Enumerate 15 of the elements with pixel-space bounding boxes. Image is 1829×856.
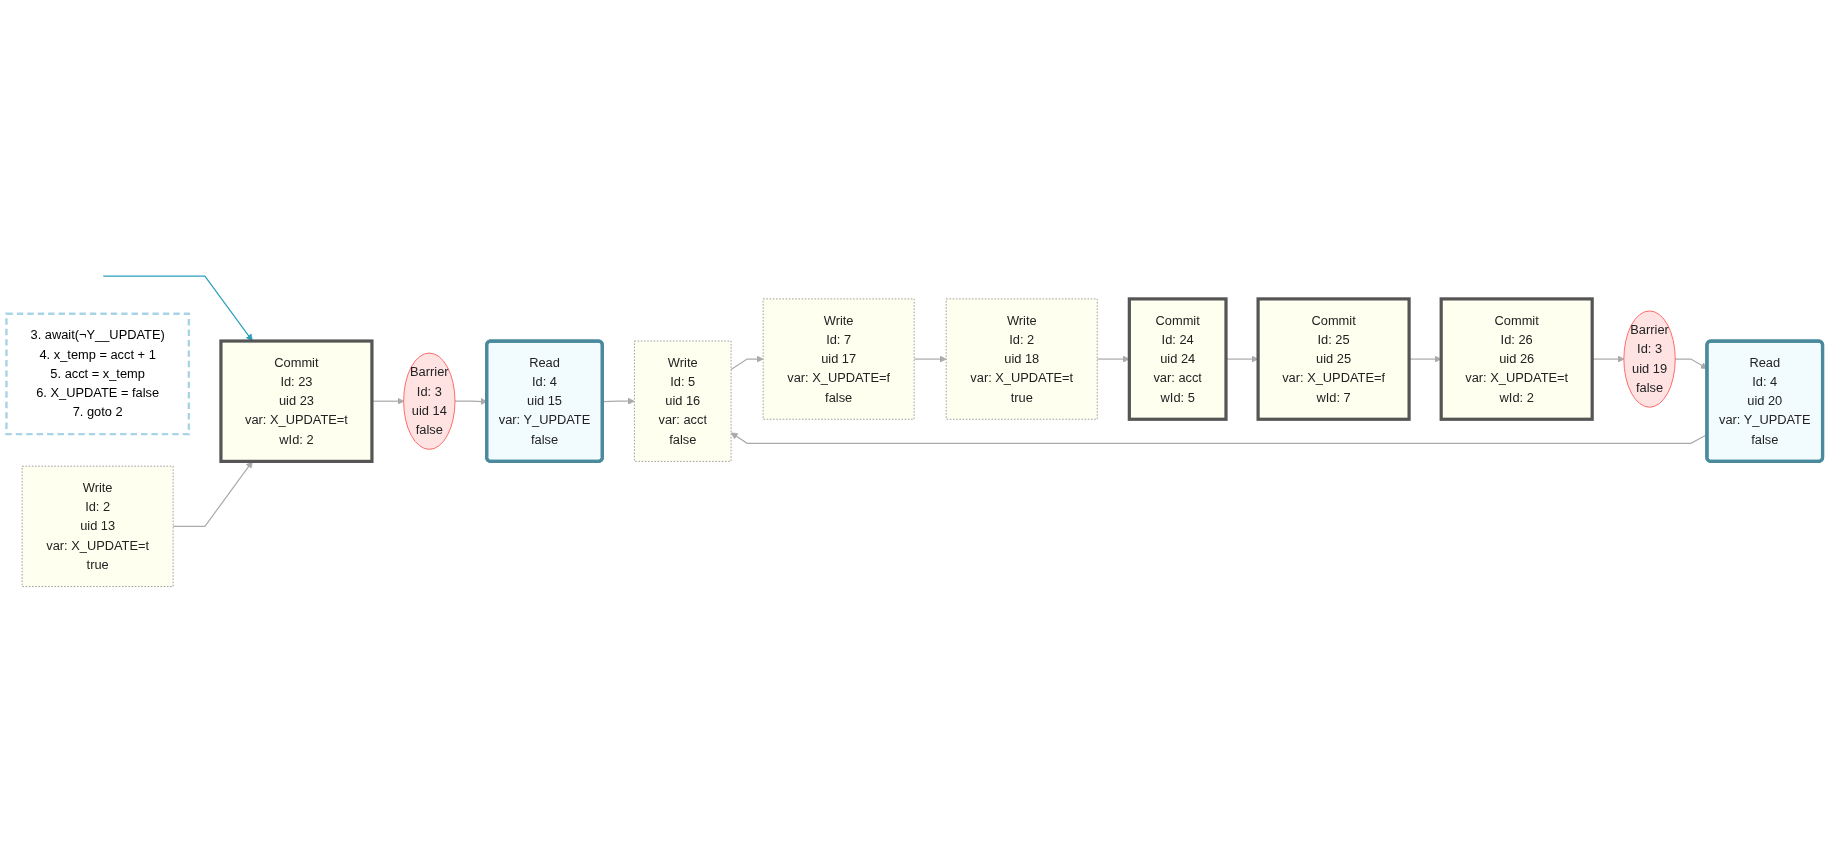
node-box: 3. await(¬Y__UPDATE) 4. x_temp = acct + 1 5. acct = x_temp 6. X_UPDATE = false 7. goto 2: [5, 312, 191, 435]
node-box: Write Id: 7 uid 17 var: X_UPDATE=f false: [762, 298, 915, 420]
arrow: [730, 355, 764, 370]
node-box: Write Id: 2 uid 13 var: X_UPDATE=t true: [21, 465, 174, 587]
node-box: Commit Id: 25 uid 25 var: X_UPDATE=f wId: 7: [1256, 296, 1411, 421]
arrow: [102, 274, 253, 341]
node-box: Write Id: 5 uid 16 var: acct false: [634, 340, 732, 462]
arrow: [913, 355, 947, 363]
arrow: [172, 460, 253, 527]
node-ellipse: Barrier Id: 3 uid 19 false: [1623, 310, 1676, 408]
node-box: Write Id: 2 uid 18 var: X_UPDATE=t true: [945, 298, 1098, 420]
node-box: Commit Id: 26 uid 26 var: X_UPDATE=t wId: 2: [1439, 296, 1594, 421]
node-ellipse: Barrier Id: 3 uid 14 false: [403, 352, 456, 450]
node-box: Commit Id: 23 uid 23 var: X_UPDATE=t wId: 2: [219, 338, 374, 463]
node-box: Commit Id: 24 uid 24 var: acct wId: 5: [1127, 296, 1228, 421]
